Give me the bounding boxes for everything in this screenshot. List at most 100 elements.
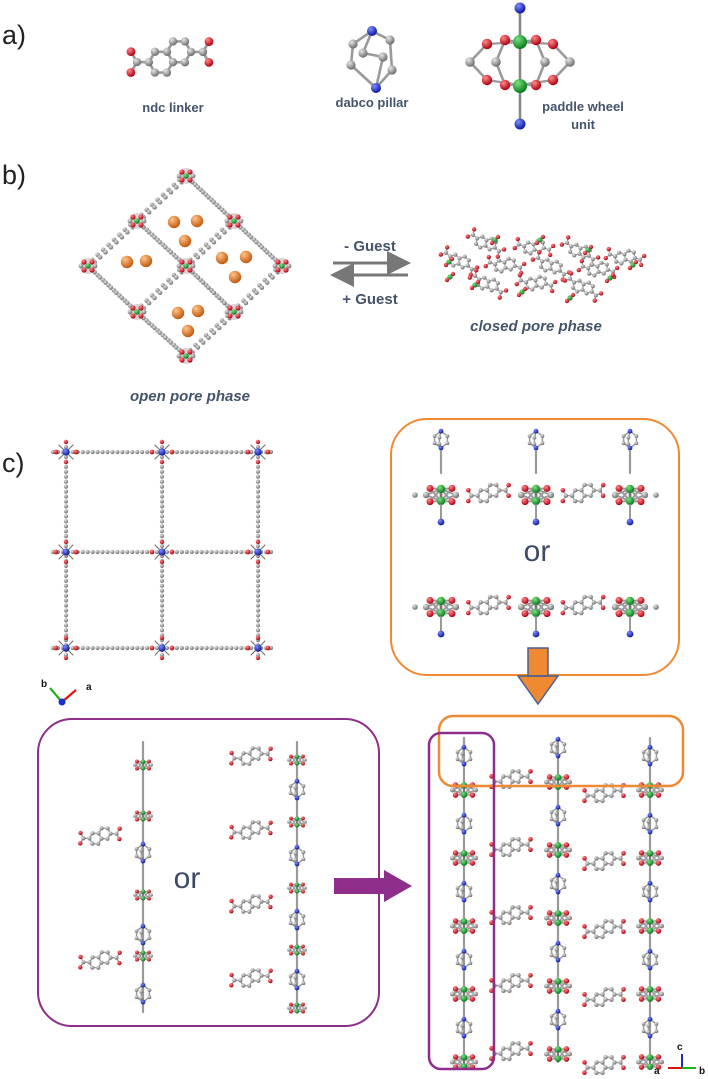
oxygen-atom [289, 889, 293, 894]
oxygen-atom [147, 817, 151, 822]
carbon-atom [588, 594, 593, 600]
carbon-atom [588, 605, 593, 610]
carbon-atom [582, 493, 587, 498]
zinc-atom [625, 496, 635, 506]
carbon-atom [526, 240, 531, 245]
carbon-atom [247, 835, 252, 840]
oxygen-atom [448, 596, 456, 604]
oxygen-atom [465, 610, 471, 616]
carbon-atom [558, 263, 563, 268]
carbon-atom [256, 968, 261, 973]
oxygen-atom [606, 246, 612, 252]
carbon-atom [597, 600, 603, 605]
carbon-atom [595, 264, 600, 269]
oxygen-atom [63, 539, 69, 545]
oxygen-atom [489, 240, 495, 246]
nitrogen-atom [461, 948, 467, 954]
carbon-atom [543, 983, 550, 989]
carbon-atom [628, 259, 633, 264]
carbon-atom [239, 449, 244, 455]
oxygen-atom [159, 635, 165, 641]
oxygen-atom [469, 860, 476, 866]
carbon-atom [243, 300, 249, 306]
oxygen-atom [621, 1065, 626, 1071]
carbon-atom [510, 915, 515, 920]
carbon-atom [600, 856, 605, 861]
carbon-atom [510, 779, 515, 784]
nitrogen-atom [254, 644, 262, 652]
paddle-wheel-unit-molecule [465, 2, 575, 130]
carbon-atom [176, 173, 182, 179]
carbon-atom [146, 229, 152, 235]
carbon-atom [449, 991, 456, 997]
zinc-atom [531, 596, 541, 606]
oxygen-atom [514, 281, 519, 287]
carbon-atom [168, 37, 178, 46]
carbon-atom [507, 852, 512, 858]
oxygen-atom [147, 766, 151, 771]
carbon-atom [159, 529, 165, 534]
carbon-atom [206, 285, 211, 290]
carbon-atom [600, 1060, 605, 1065]
zinc-atom [231, 309, 237, 315]
zinc-atom [140, 766, 146, 771]
oxygen-atom [495, 254, 500, 259]
carbon-atom [159, 613, 165, 618]
carbon-atom [460, 887, 465, 892]
nitrogen-atom [294, 925, 300, 931]
oxygen-atom [621, 986, 626, 992]
oxygen-atom [489, 852, 494, 858]
zinc-atom [294, 1002, 300, 1007]
oxygen-atom [452, 996, 459, 1002]
oxygen-atom [655, 792, 662, 798]
carbon-atom [214, 449, 219, 455]
carbon-atom [412, 604, 418, 610]
carbon-atom [487, 605, 493, 610]
carbon-atom [495, 281, 500, 286]
carbon-atom [587, 271, 592, 276]
oxygen-atom [495, 234, 501, 240]
carbon-atom [293, 982, 298, 986]
oxygen-atom [638, 918, 645, 924]
oxygen-atom [63, 459, 69, 465]
nitrogen-atom [627, 428, 633, 434]
carbon-atom [501, 910, 506, 915]
oxygen-atom [147, 896, 151, 901]
carbon-atom [154, 645, 160, 651]
purple-inset-chain-2 [229, 740, 307, 1014]
oxygen-atom [268, 830, 273, 836]
assembled-framework-structure [449, 736, 665, 1076]
nitrogen-atom [647, 1016, 653, 1022]
carbon-atom [468, 1029, 473, 1034]
carbon-atom [255, 568, 261, 573]
nitrogen-atom [437, 630, 445, 638]
carbon-atom [303, 758, 307, 762]
carbon-atom [90, 645, 95, 651]
carbon-atom [594, 924, 599, 929]
carbon-atom [460, 819, 465, 824]
oxygen-atom [179, 267, 185, 273]
carbon-atom [646, 826, 651, 830]
zinc-atom [513, 79, 527, 93]
nitrogen-atom [461, 1033, 467, 1039]
carbon-atom [507, 774, 512, 779]
oxygen-atom [187, 177, 193, 183]
carbon-atom [582, 594, 587, 600]
carbon-atom [70, 449, 75, 455]
carbon-atom [549, 749, 554, 754]
ndc-linker-caption: ndc linker [142, 100, 203, 115]
carbon-atom [543, 779, 550, 785]
zinc-atom [460, 918, 468, 925]
carbon-atom [159, 494, 165, 499]
guest-molecule [167, 215, 181, 229]
carbon-atom [265, 973, 270, 978]
carbon-atom [455, 750, 460, 754]
carbon-atom [654, 954, 659, 958]
carbon-atom [63, 598, 69, 603]
carbon-atom [147, 988, 152, 992]
carbon-atom [139, 996, 144, 1000]
carbon-atom [288, 921, 293, 926]
carbon-atom [501, 774, 506, 779]
carbon-atom [157, 239, 163, 245]
axis-label-b-bottom: b [699, 1066, 705, 1077]
